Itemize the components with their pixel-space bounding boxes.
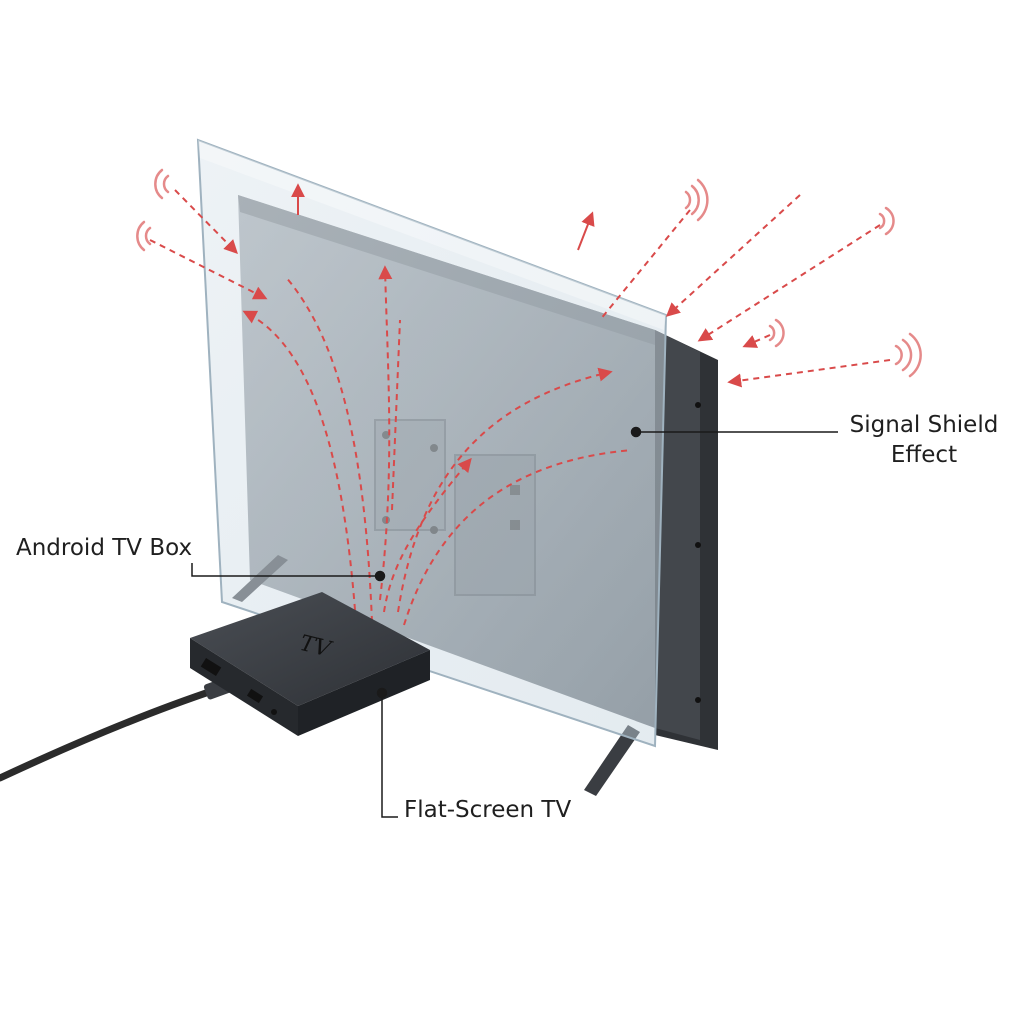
wave-icon-far-right — [878, 206, 895, 236]
signal-shield-label-line1: Signal Shield — [849, 412, 999, 438]
wave-icons — [136, 168, 922, 378]
wave-icon-top-right — [684, 178, 709, 222]
signal-shield-label: Signal Shield Effect — [826, 410, 1022, 470]
leader-lines — [191, 426, 838, 818]
signal-arrows — [149, 183, 891, 626]
wave-icon-top-left — [154, 168, 170, 200]
signal-shield-label-line2: Effect — [890, 442, 958, 468]
android-tv-box-label: Android TV Box — [16, 535, 193, 561]
leader-line-flat-screen-tv — [381, 693, 398, 818]
flat-screen-tv-label: Flat-Screen TV — [404, 797, 572, 823]
tv-box-cable — [0, 676, 235, 782]
wave-icon-left — [136, 220, 152, 252]
wave-icon-right-low — [894, 332, 922, 378]
android-tv-box: TV — [190, 592, 430, 736]
wave-icon-right-mid — [768, 318, 785, 348]
leader-line-android-tv-box — [191, 563, 380, 577]
